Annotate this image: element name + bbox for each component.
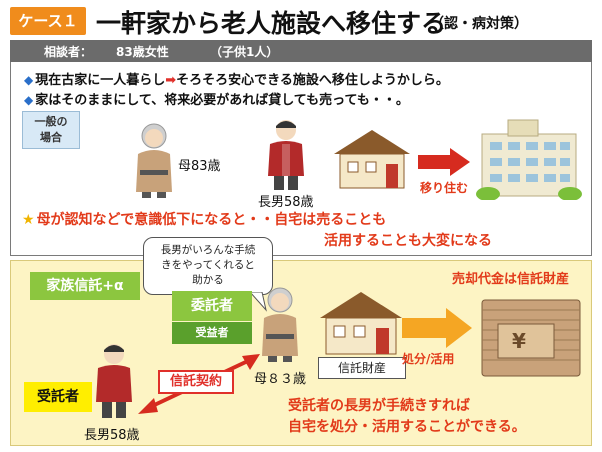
dispose-label: 処分/活用 <box>402 352 455 366</box>
general-case-line1: 一般の <box>34 115 68 128</box>
warning-line-1: ★母が認知などで意識低下になると・・自宅は売ることも <box>22 209 386 229</box>
consultant-bar <box>10 40 592 62</box>
bullet-1-before: 現在古家に一人暮らし <box>35 73 166 88</box>
son-figure-icon <box>96 344 132 418</box>
star-icon: ★ <box>22 212 35 228</box>
right-arrow-icon <box>402 308 472 348</box>
consultant-info: 83歳女性 <box>116 45 169 59</box>
svg-text:¥: ¥ <box>512 329 526 353</box>
speech-line-1: 長男がいろんな手続 <box>160 244 256 256</box>
speech-line-2: きをやってくれると <box>161 259 255 271</box>
facility-building-icon <box>476 119 582 200</box>
warning-line-2: 活用することも大変になる <box>324 233 492 249</box>
speech-bubble: 長男がいろんな手続 きをやってくれると 助かる <box>143 237 273 295</box>
bullet-1-after: そろそろ安心できる施設へ移住しようかしら。 <box>176 73 449 88</box>
mother-figure-icon <box>262 287 298 362</box>
son-label: 長男58歳 <box>258 195 314 210</box>
conclusion-line-2: 自宅を処分・活用することができる。 <box>288 419 526 435</box>
mother-figure-icon <box>136 123 172 198</box>
speech-line-3: 助かる <box>192 274 224 286</box>
move-label: 移り住む <box>420 181 469 195</box>
general-case-box: 一般の 場合 <box>22 111 80 149</box>
speech-tail-icon <box>249 292 267 312</box>
truster-block: 委託者 <box>172 291 252 321</box>
trust-contract-box: 信託契約 <box>158 370 234 394</box>
page-title: 一軒家から老人施設へ移住する <box>96 9 447 38</box>
case-badge: ケース１ <box>10 7 86 35</box>
trust-tab: 家族信託+α <box>30 272 140 300</box>
sale-proceeds-label: 売却代金は信託財産 <box>452 272 570 287</box>
right-arrow-icon: ➡ <box>165 73 177 88</box>
warning-text-1: 母が認知などで意識低下になると・・自宅は売ることも <box>36 212 387 228</box>
mother-label: 母83歳 <box>178 159 221 174</box>
house-icon <box>320 292 402 355</box>
trust-property-label: 信託財産 <box>318 357 406 379</box>
bullet-row-1: ◆現在古家に一人暮らし➡そろそろ安心できる施設へ移住しようかしら。 <box>24 69 449 88</box>
son-figure-icon <box>268 120 304 190</box>
general-case-line2: 場合 <box>40 131 62 144</box>
beneficiary-block: 受益者 <box>172 322 252 344</box>
trust-mother-label: 母８３歳 <box>254 372 307 387</box>
diamond-icon: ◆ <box>24 93 34 107</box>
bullet-row-2: ◆家はそのままにして、将来必要があれば貸しても売っても・・。 <box>24 89 409 108</box>
conclusion-line-1: 受託者の長男が手続きすれば <box>288 398 470 414</box>
consultant-label: 相談者： <box>44 45 93 59</box>
bullet-2-before: 家はそのままにして、将来必要があれば貸しても売っても・・。 <box>35 93 409 108</box>
money-stack-icon: ¥ <box>481 299 581 377</box>
trust-son-label: 長男58歳 <box>84 428 140 443</box>
title-note: （認・病対策） <box>430 16 528 32</box>
trustee-box: 受託者 <box>24 382 92 412</box>
house-icon <box>334 130 410 189</box>
right-arrow-icon <box>418 148 470 176</box>
diamond-icon: ◆ <box>24 73 34 87</box>
consultant-family: （子供1人） <box>210 45 279 59</box>
